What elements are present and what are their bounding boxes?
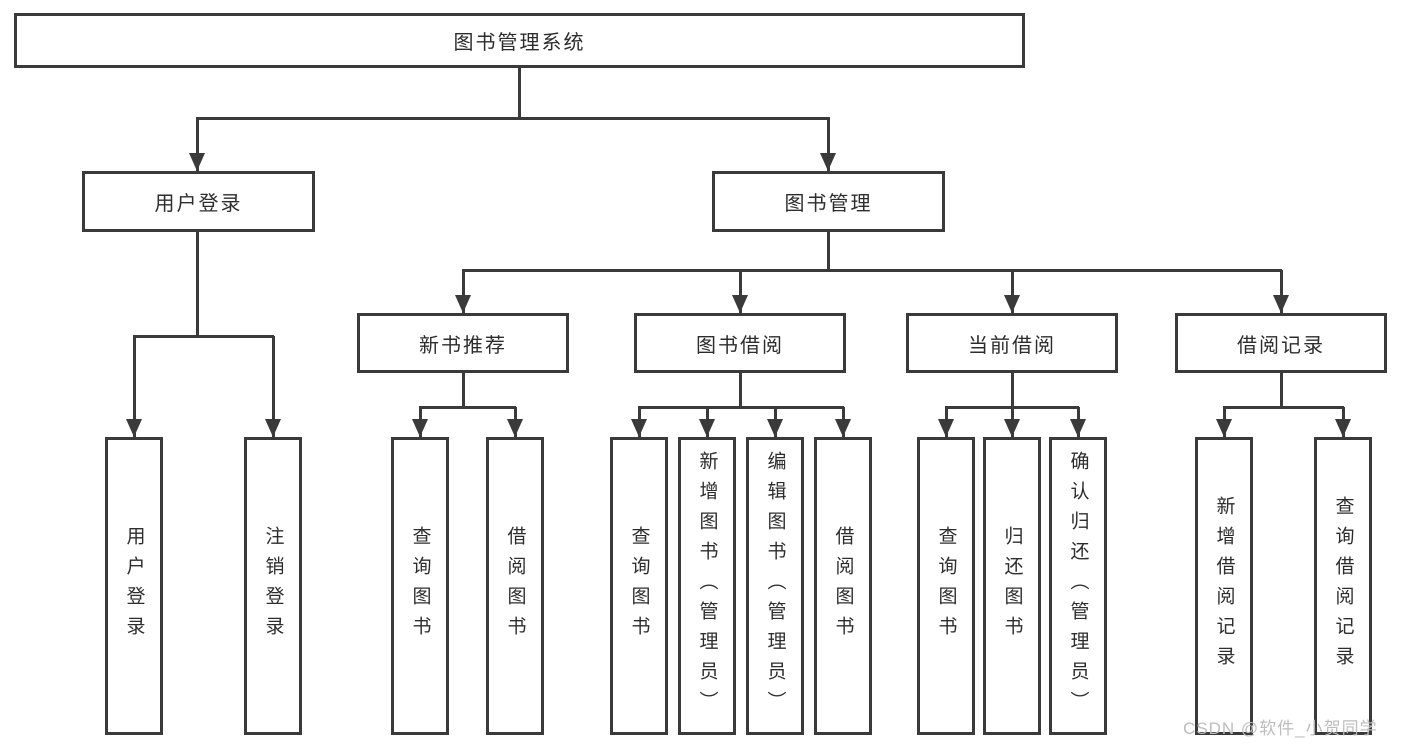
connector-new-book-fork — [419, 406, 516, 409]
leaf-add-borrow-record: 新增借阅记录 — [1195, 437, 1253, 735]
node-user-login: 用户登录 — [82, 171, 315, 232]
leaf-add-books-admin: 新增图书（管理员） — [678, 437, 736, 735]
csdn-watermark: CSDN @软件_小贺同学 — [1183, 719, 1378, 738]
leaf-query-books-newbook: 查询图书 — [391, 437, 449, 735]
connector-borrow-records-fork — [1223, 406, 1344, 409]
leaf-user-login: 用户登录 — [105, 437, 163, 735]
leaf-borrow-books: 借阅图书 — [814, 437, 872, 735]
leaf-query-borrow-record: 查询借阅记录 — [1314, 437, 1372, 735]
arrowhead-down-icon — [126, 419, 142, 437]
arrowhead-down-icon — [1070, 419, 1086, 437]
connector-to-user-login — [196, 118, 199, 171]
connector-to-new-book — [462, 270, 465, 313]
leaf-query-books-borrow: 查询图书 — [610, 437, 668, 735]
arrowhead-down-icon — [835, 419, 851, 437]
node-root-library-system: 图书管理系统 — [14, 13, 1025, 68]
connector-book-borrow-fork — [638, 406, 844, 409]
node-book-borrow: 图书借阅 — [634, 313, 846, 373]
leaf-return-books: 归还图书 — [983, 437, 1041, 735]
arrowhead-down-icon — [631, 419, 647, 437]
node-current-borrow: 当前借阅 — [906, 313, 1118, 373]
leaf-logout: 注销登录 — [244, 437, 302, 735]
arrowhead-down-icon — [938, 419, 954, 437]
connector-level3-fork — [462, 269, 1282, 272]
leaf-confirm-return-admin: 确认归还（管理员） — [1049, 437, 1107, 735]
connector-level2-fork — [196, 117, 830, 120]
arrowhead-down-icon — [1273, 295, 1289, 313]
node-new-book-recommend: 新书推荐 — [357, 313, 569, 373]
node-borrow-records: 借阅记录 — [1175, 313, 1387, 373]
arrowhead-down-icon — [507, 419, 523, 437]
connector-user-login-stem — [196, 232, 199, 337]
arrowhead-down-icon — [820, 153, 836, 171]
leaf-edit-books-admin: 编辑图书（管理员） — [746, 437, 804, 735]
arrowhead-down-icon — [189, 153, 205, 171]
arrowhead-down-icon — [699, 419, 715, 437]
connector-root-stem — [518, 68, 521, 118]
arrowhead-down-icon — [732, 295, 748, 313]
connector-to-book-borrow — [739, 270, 742, 313]
arrowhead-down-icon — [767, 419, 783, 437]
arrowhead-down-icon — [455, 295, 471, 313]
connector-new-book-stem — [462, 373, 465, 408]
arrowhead-down-icon — [1216, 419, 1232, 437]
connector-to-book-management — [827, 118, 830, 171]
connector-book-borrow-stem — [739, 373, 742, 408]
connector-to-current-borrow — [1011, 270, 1014, 313]
connector-to-leaf-logout — [272, 336, 275, 437]
arrowhead-down-icon — [1004, 419, 1020, 437]
leaf-query-books-current: 查询图书 — [917, 437, 975, 735]
leaf-borrow-books-newbook: 借阅图书 — [486, 437, 544, 735]
connector-user-login-fork — [133, 335, 274, 338]
arrowhead-down-icon — [1004, 295, 1020, 313]
arrowhead-down-icon — [412, 419, 428, 437]
connector-to-borrow-records — [1280, 270, 1283, 313]
connector-to-leaf-user-login — [133, 336, 136, 437]
arrowhead-down-icon — [1335, 419, 1351, 437]
connector-book-management-stem — [827, 232, 830, 271]
connector-borrow-records-stem — [1280, 373, 1283, 408]
connector-current-borrow-stem — [1011, 373, 1014, 408]
node-book-management: 图书管理 — [712, 171, 945, 232]
arrowhead-down-icon — [265, 419, 281, 437]
